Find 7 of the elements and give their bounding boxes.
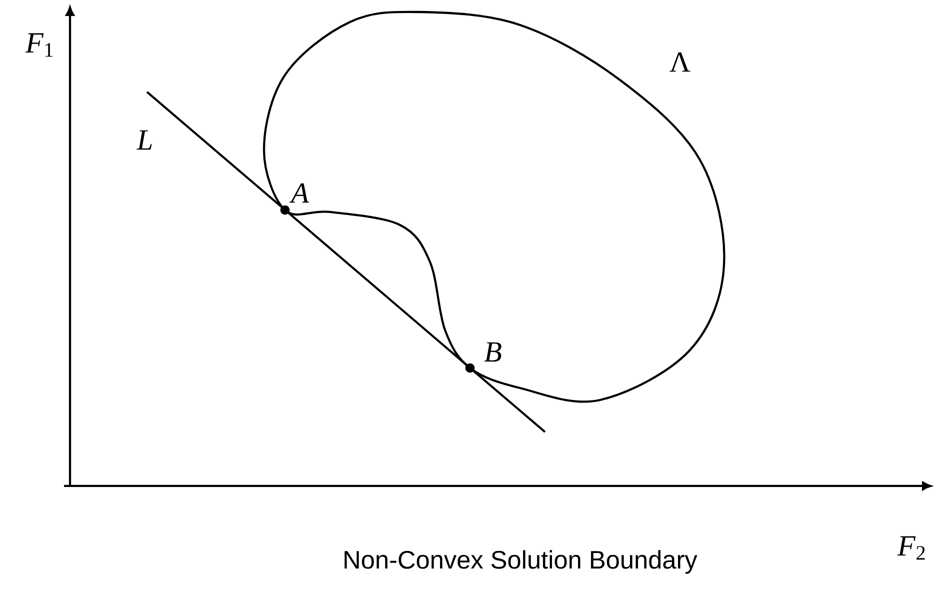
point-label: A bbox=[289, 183, 310, 203]
axis-label: F$_{2}$ bbox=[897, 536, 925, 560]
line-label: L bbox=[136, 130, 152, 150]
caption: Non-Convex Solution Boundary bbox=[344, 550, 698, 574]
axis-label: F$_{1}$ bbox=[25, 33, 53, 57]
curve-label: Λ bbox=[670, 52, 690, 72]
point-label: B bbox=[484, 342, 502, 362]
